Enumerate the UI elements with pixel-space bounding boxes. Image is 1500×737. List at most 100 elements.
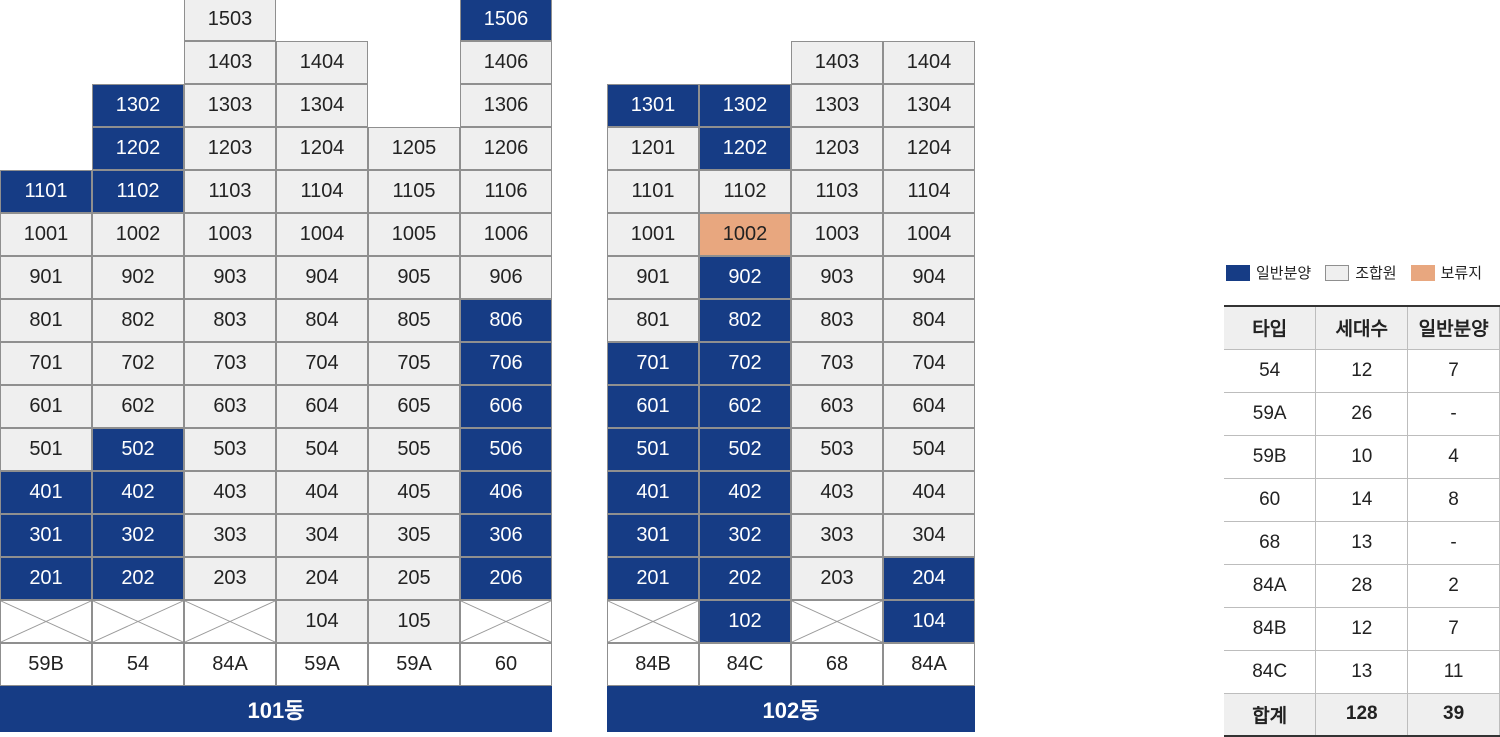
unit-201: 201 xyxy=(607,557,699,600)
unit-1203: 1203 xyxy=(184,127,276,170)
unit-901: 901 xyxy=(0,256,92,299)
unit-806: 806 xyxy=(460,299,552,342)
unit-605: 605 xyxy=(368,385,460,428)
unit-1301: 1301 xyxy=(607,84,699,127)
households-cell: 12 xyxy=(1315,348,1409,393)
unit-401: 401 xyxy=(607,471,699,514)
unit-1103: 1103 xyxy=(791,170,883,213)
unit-1204: 1204 xyxy=(276,127,368,170)
unit-1001: 1001 xyxy=(607,213,699,256)
unit-1304: 1304 xyxy=(276,84,368,127)
unit-501: 501 xyxy=(607,428,699,471)
unit-403: 403 xyxy=(184,471,276,514)
unit-1404: 1404 xyxy=(276,41,368,84)
general-cell: 8 xyxy=(1407,477,1500,522)
unit-1101: 1101 xyxy=(607,170,699,213)
unit-1004: 1004 xyxy=(276,213,368,256)
total-households: 128 xyxy=(1315,692,1409,737)
general-cell: 2 xyxy=(1407,563,1500,608)
unit-404: 404 xyxy=(276,471,368,514)
unit-203: 203 xyxy=(791,557,883,600)
general-swatch-icon xyxy=(1226,264,1250,281)
unit-502: 502 xyxy=(699,428,791,471)
legend-member: 조합원 xyxy=(1325,262,1397,283)
unit-type-label: 84C xyxy=(699,643,791,686)
summary-header-row: 타입 세대수 일반분양 xyxy=(1224,305,1500,350)
unit-805: 805 xyxy=(368,299,460,342)
general-cell: 7 xyxy=(1407,348,1500,393)
legend-general-label: 일반분양 xyxy=(1256,265,1312,282)
unit-704: 704 xyxy=(883,342,975,385)
unit-504: 504 xyxy=(883,428,975,471)
unit-202: 202 xyxy=(92,557,184,600)
unit-1004: 1004 xyxy=(883,213,975,256)
legend-reserve-label: 보류지 xyxy=(1440,265,1483,282)
general-cell: 4 xyxy=(1407,434,1500,479)
unit-1001: 1001 xyxy=(0,213,92,256)
type-cell: 68 xyxy=(1224,520,1317,565)
unit-902: 902 xyxy=(699,256,791,299)
header-households: 세대수 xyxy=(1315,305,1409,350)
unit-1503: 1503 xyxy=(184,0,276,41)
unit-1303: 1303 xyxy=(791,84,883,127)
header-type: 타입 xyxy=(1224,305,1317,350)
unit-401: 401 xyxy=(0,471,92,514)
legend-reserve: 보류지 xyxy=(1410,262,1483,283)
unit-202: 202 xyxy=(699,557,791,600)
unit-203: 203 xyxy=(184,557,276,600)
unit-803: 803 xyxy=(791,299,883,342)
unit-1201: 1201 xyxy=(607,127,699,170)
reserve-swatch-icon xyxy=(1410,264,1435,281)
households-cell: 13 xyxy=(1315,649,1409,694)
unit-804: 804 xyxy=(276,299,368,342)
unit-602: 602 xyxy=(699,385,791,428)
total-general: 39 xyxy=(1407,692,1500,737)
unit-204: 204 xyxy=(883,557,975,600)
building-name-bar: 101동 xyxy=(0,686,552,732)
unit-904: 904 xyxy=(883,256,975,299)
unit-603: 603 xyxy=(184,385,276,428)
unit-1306: 1306 xyxy=(460,84,552,127)
unit-304: 304 xyxy=(276,514,368,557)
unit-606: 606 xyxy=(460,385,552,428)
unit-306: 306 xyxy=(460,514,552,557)
unit-1202: 1202 xyxy=(699,127,791,170)
unit-102: 102 xyxy=(699,600,791,643)
general-cell: - xyxy=(1407,391,1500,436)
unit-303: 303 xyxy=(791,514,883,557)
empty-unit-cross xyxy=(184,600,276,643)
unit-501: 501 xyxy=(0,428,92,471)
unit-1102: 1102 xyxy=(92,170,184,213)
households-cell: 28 xyxy=(1315,563,1409,608)
empty-unit-cross xyxy=(92,600,184,643)
legend: 일반분양 조합원 보류지 xyxy=(1226,262,1496,283)
type-cell: 59A xyxy=(1224,391,1317,436)
unit-402: 402 xyxy=(92,471,184,514)
unit-104: 104 xyxy=(883,600,975,643)
unit-1302: 1302 xyxy=(699,84,791,127)
unit-904: 904 xyxy=(276,256,368,299)
unit-1304: 1304 xyxy=(883,84,975,127)
unit-405: 405 xyxy=(368,471,460,514)
unit-706: 706 xyxy=(460,342,552,385)
unit-305: 305 xyxy=(368,514,460,557)
unit-403: 403 xyxy=(791,471,883,514)
general-cell: 11 xyxy=(1407,649,1500,694)
unit-201: 201 xyxy=(0,557,92,600)
unit-1206: 1206 xyxy=(460,127,552,170)
member-swatch-icon xyxy=(1325,264,1350,281)
unit-903: 903 xyxy=(184,256,276,299)
unit-1403: 1403 xyxy=(791,41,883,84)
unit-304: 304 xyxy=(883,514,975,557)
unit-type-label: 68 xyxy=(791,643,883,686)
type-cell: 59B xyxy=(1224,434,1317,479)
unit-1003: 1003 xyxy=(184,213,276,256)
